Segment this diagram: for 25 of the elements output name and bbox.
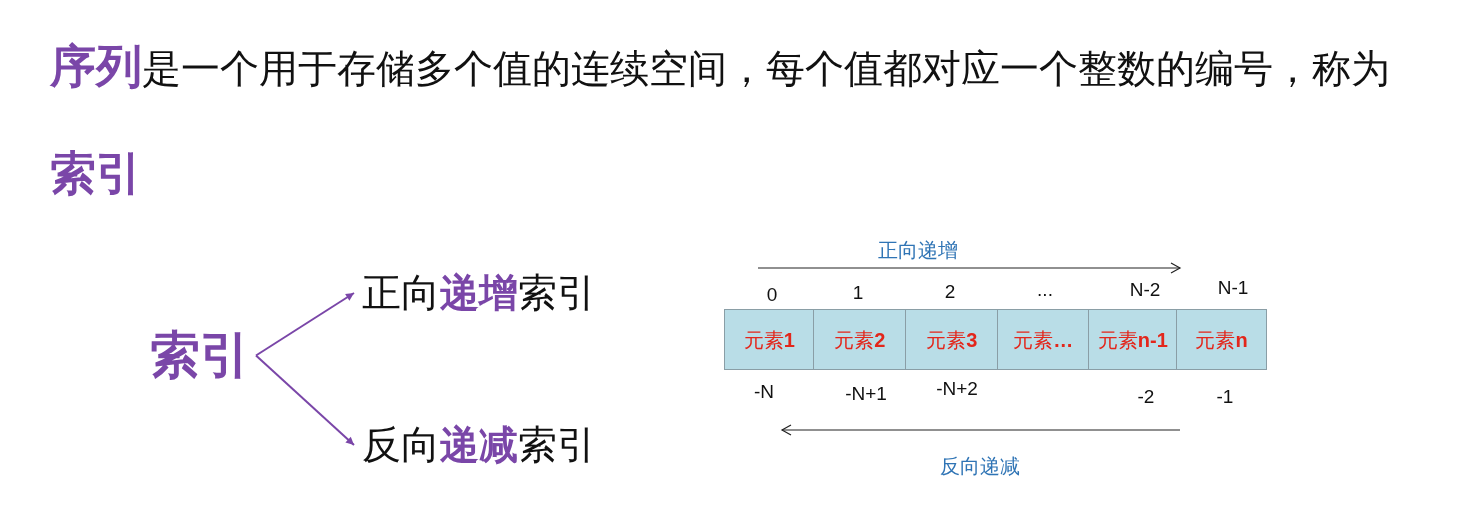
index-label: 0 (766, 284, 778, 306)
array-cell: 元素2 (813, 309, 907, 370)
index-label: 1 (852, 282, 864, 304)
branch-text: 反向递减索引 (362, 418, 596, 472)
array-cell: 元素n (1176, 309, 1267, 370)
index-label: ... (1037, 279, 1053, 301)
index-label: N-1 (1217, 277, 1249, 299)
index-label: -N (753, 381, 775, 403)
direction-label: 正向递增 (878, 237, 958, 263)
index-label: N-2 (1129, 279, 1161, 301)
index-label: -N+2 (936, 378, 978, 400)
index-label: -2 (1137, 386, 1155, 408)
topic-text: 索引 (150, 322, 250, 389)
index-label: -N+1 (845, 383, 887, 405)
index-label: -1 (1216, 386, 1234, 408)
branch-text: 正向递增索引 (362, 266, 596, 320)
arrow (255, 292, 355, 357)
array-cell: 元素n-1 (1088, 309, 1178, 370)
array-cell: 元素… (997, 309, 1090, 370)
direction-label: 反向递减 (940, 453, 1020, 479)
array-cell: 元素1 (724, 309, 815, 370)
heading: 序列是一个用于存储多个值的连续空间，每个值都对应一个整数的编号，称为索引 (50, 39, 1391, 201)
arrow (255, 354, 355, 446)
index-label: 2 (944, 281, 956, 303)
array-cell: 元素3 (905, 309, 999, 370)
